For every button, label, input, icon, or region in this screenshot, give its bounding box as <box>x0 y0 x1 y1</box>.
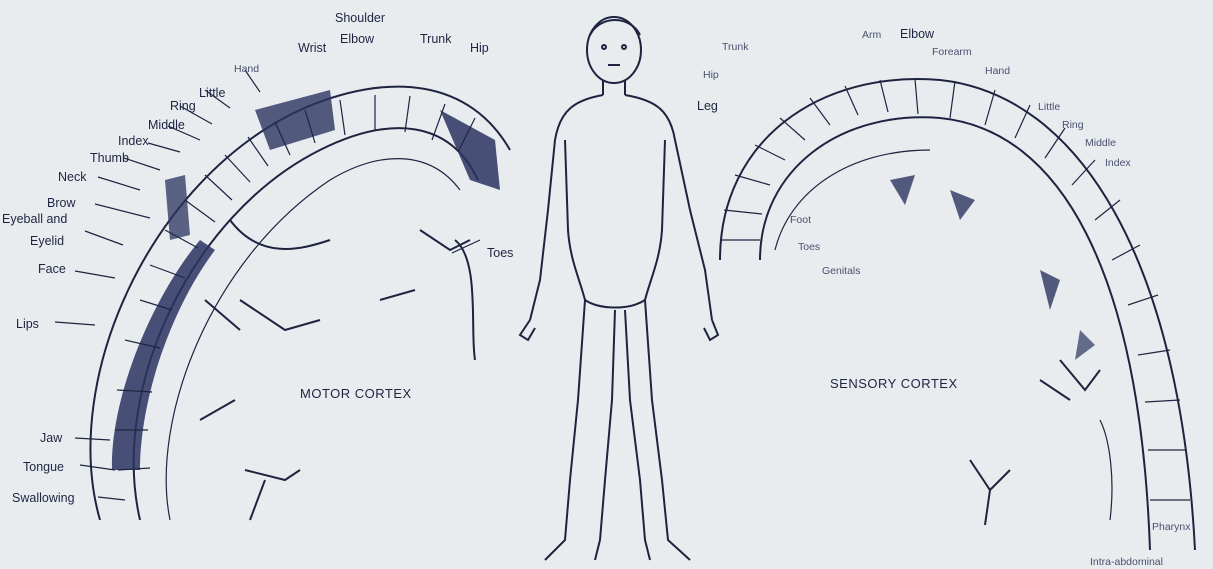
label-s-pharynx: Pharynx <box>1152 521 1191 533</box>
label-s-forearm: Forearm <box>932 46 972 58</box>
label-index: Index <box>118 134 149 148</box>
label-hip: Hip <box>470 41 489 55</box>
label-s-elbow: Elbow <box>900 27 935 41</box>
sensory-cortex-arc <box>720 79 1195 550</box>
label-s-intra-abdominal: Intra-abdominal <box>1090 556 1163 568</box>
label-neck: Neck <box>58 170 87 184</box>
label-jaw: Jaw <box>40 431 63 445</box>
label-shoulder: Shoulder <box>335 11 385 25</box>
label-elbow: Elbow <box>340 32 375 46</box>
label-eyelid: Eyelid <box>30 234 64 248</box>
human-figure-icon <box>520 17 718 560</box>
motor-cortex-title: MOTOR CORTEX <box>300 386 412 401</box>
label-face: Face <box>38 262 66 276</box>
label-brow: Brow <box>47 196 76 210</box>
label-tongue: Tongue <box>23 460 64 474</box>
label-s-trunk: Trunk <box>722 41 749 53</box>
label-eyeball-and: Eyeball and <box>2 212 67 226</box>
label-s-middle: Middle <box>1085 137 1116 149</box>
label-middle: Middle <box>148 118 185 132</box>
label-wrist: Wrist <box>298 41 327 55</box>
sensory-cortex-title: SENSORY CORTEX <box>830 376 958 391</box>
motor-labels: Shoulder Elbow Trunk Hip Wrist Hand Litt… <box>2 11 513 505</box>
label-s-arm: Arm <box>862 29 882 41</box>
label-ring: Ring <box>170 99 196 113</box>
label-s-hip: Hip <box>703 69 719 81</box>
label-s-hand: Hand <box>985 65 1010 77</box>
label-s-toes: Toes <box>798 241 820 253</box>
label-s-little: Little <box>1038 101 1060 113</box>
label-toes: Toes <box>487 246 513 260</box>
label-little: Little <box>199 86 225 100</box>
label-s-index: Index <box>1105 157 1131 169</box>
label-swallowing: Swallowing <box>12 491 75 505</box>
label-s-ring: Ring <box>1062 119 1084 131</box>
label-s-genitals: Genitals <box>822 265 861 277</box>
sensory-labels: Trunk Hip Leg Arm Elbow Forearm Hand Lit… <box>697 27 1191 568</box>
label-lips: Lips <box>16 317 39 331</box>
label-s-leg: Leg <box>697 99 718 113</box>
label-hand: Hand <box>234 63 259 75</box>
label-s-foot: Foot <box>790 214 811 226</box>
label-trunk: Trunk <box>420 32 452 46</box>
label-thumb: Thumb <box>90 151 129 165</box>
